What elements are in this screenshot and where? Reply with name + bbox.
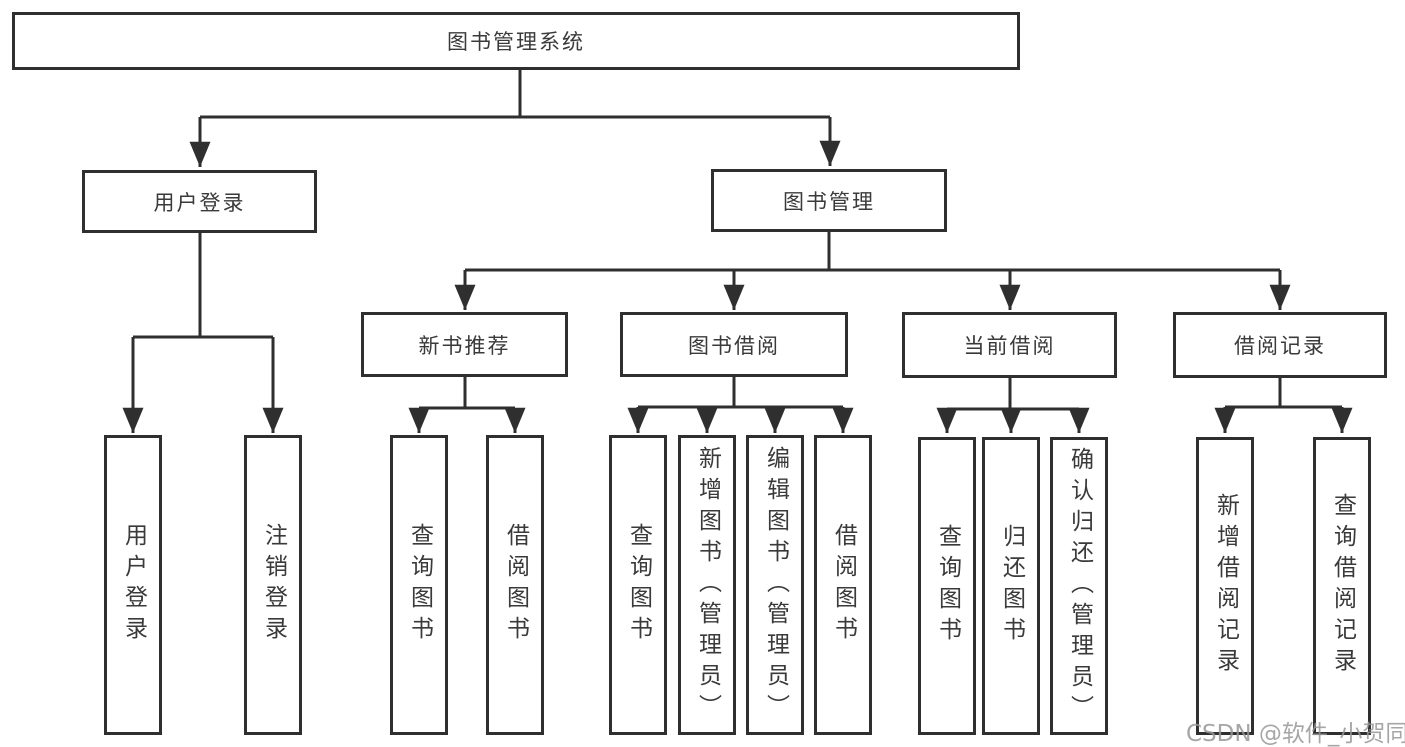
connector-borrowing-records-children	[1214, 378, 1353, 433]
leaf-confirm-return-admin: 确认归还（管理员）	[1050, 437, 1108, 735]
leaf-return-books: 归还图书	[982, 437, 1040, 735]
node-label: 用户登录	[153, 190, 246, 215]
node-label: 新书推荐	[418, 333, 511, 358]
node-current-borrowing: 当前借阅	[902, 312, 1117, 378]
node-label: 用户登录	[120, 523, 147, 647]
leaf-add-book-admin: 新增图书（管理员）	[678, 435, 736, 735]
node-label: 图书管理系统	[447, 30, 585, 54]
node-label: 查询借阅记录	[1329, 493, 1356, 679]
node-label: 借阅图书	[502, 523, 529, 647]
node-label: 编辑图书（管理员）	[762, 445, 789, 725]
leaf-user-login: 用户登录	[104, 435, 162, 735]
node-label: 新增图书（管理员）	[694, 445, 721, 725]
node-label: 借阅图书	[830, 523, 857, 647]
node-new-book-recommendation: 新书推荐	[361, 312, 568, 377]
node-library-management-system: 图书管理系统	[12, 12, 1020, 70]
leaf-borrow-books-borrowing: 借阅图书	[814, 435, 872, 735]
csdn-watermark: CSDN @软件_小贺同学	[1186, 721, 1405, 747]
node-book-borrowing: 图书借阅	[620, 312, 848, 377]
node-label: 借阅记录	[1234, 334, 1326, 358]
leaf-edit-book-admin: 编辑图书（管理员）	[746, 435, 804, 735]
node-label: 新增借阅记录	[1212, 493, 1239, 679]
connector-book-borrowing-children	[627, 377, 854, 433]
leaf-query-borrow-record: 查询借阅记录	[1313, 437, 1371, 735]
node-user-login: 用户登录	[82, 170, 317, 233]
leaf-query-books-recommend: 查询图书	[390, 435, 448, 735]
node-label: 确认归还（管理员）	[1066, 446, 1093, 726]
node-label: 查询图书	[625, 523, 652, 647]
leaf-logout: 注销登录	[244, 435, 302, 735]
connector-book-management-children	[454, 232, 1291, 310]
leaf-add-borrow-record: 新增借阅记录	[1196, 437, 1254, 735]
node-label: 归还图书	[998, 524, 1025, 648]
leaf-borrow-books-recommend: 借阅图书	[486, 435, 544, 735]
node-label: 当前借阅	[963, 334, 1056, 358]
node-label: 查询图书	[406, 523, 433, 647]
node-label: 注销登录	[260, 523, 287, 647]
connector-root-to-level2	[189, 70, 841, 167]
node-label: 图书借阅	[688, 333, 780, 358]
connector-new-book-children	[408, 377, 526, 433]
leaf-query-books-current: 查询图书	[918, 437, 976, 735]
connector-user-login-children	[122, 233, 284, 433]
leaf-query-books-borrowing: 查询图书	[609, 435, 667, 735]
node-label: 查询图书	[934, 524, 961, 648]
connector-current-borrowing-children	[936, 378, 1090, 433]
node-label: 图书管理	[783, 189, 875, 214]
node-book-management: 图书管理	[711, 169, 947, 232]
node-borrowing-records: 借阅记录	[1173, 312, 1387, 378]
